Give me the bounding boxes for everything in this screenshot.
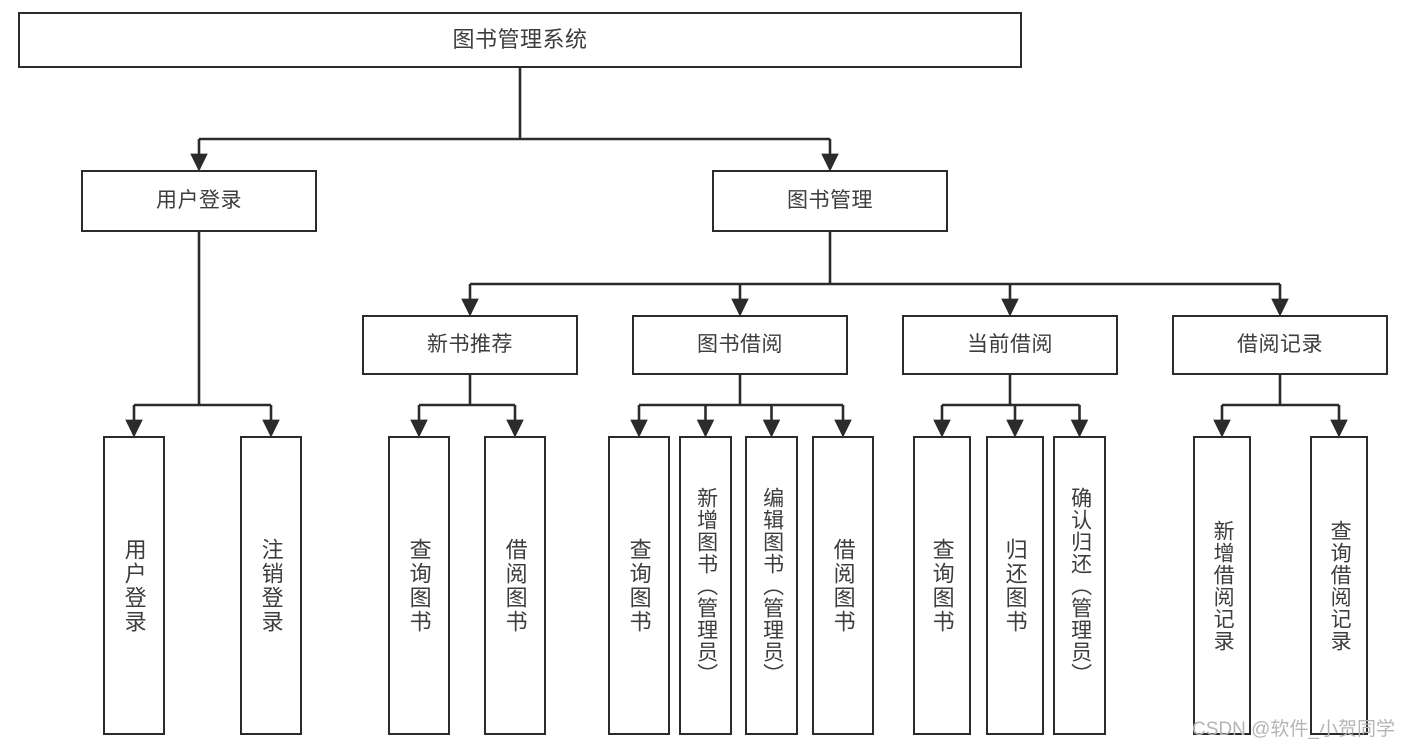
- node-new-book-recommendation[interactable]: 新书推荐: [362, 315, 578, 375]
- leaf-edit-book-admin-label: 编辑图书（管理员）: [760, 486, 784, 685]
- node-book-management[interactable]: 图书管理: [712, 170, 948, 232]
- node-user-login-label: 用户登录: [156, 189, 242, 213]
- leaf-borrow-book-recommend-label: 借阅图书: [502, 537, 528, 634]
- watermark: CSDN @软件_小贺同学: [1192, 719, 1395, 740]
- leaf-query-book-recommend[interactable]: 查询图书: [388, 436, 450, 735]
- leaf-add-borrow-record-label: 新增借阅记录: [1211, 519, 1235, 652]
- node-book-management-label: 图书管理: [787, 189, 873, 213]
- node-new-book-recommendation-label: 新书推荐: [427, 333, 513, 357]
- leaf-return-book-label: 归还图书: [1002, 537, 1028, 634]
- node-borrowing-record[interactable]: 借阅记录: [1172, 315, 1388, 375]
- leaf-user-login-label: 用户登录: [121, 537, 147, 634]
- leaf-query-book-borrow-label: 查询图书: [626, 537, 652, 634]
- leaf-query-borrow-record-label: 查询借阅记录: [1328, 519, 1352, 652]
- leaf-query-borrow-record[interactable]: 查询借阅记录: [1310, 436, 1368, 735]
- leaf-add-book-admin[interactable]: 新增图书（管理员）: [679, 436, 732, 735]
- leaf-user-logout[interactable]: 注销登录: [240, 436, 302, 735]
- leaf-confirm-return-admin-label: 确认归还（管理员）: [1068, 486, 1092, 685]
- leaf-user-logout-label: 注销登录: [258, 537, 284, 634]
- node-root[interactable]: 图书管理系统: [18, 12, 1022, 68]
- node-user-login[interactable]: 用户登录: [81, 170, 317, 232]
- leaf-user-login[interactable]: 用户登录: [103, 436, 165, 735]
- leaf-query-book-current[interactable]: 查询图书: [913, 436, 971, 735]
- node-current-borrowing[interactable]: 当前借阅: [902, 315, 1118, 375]
- leaf-add-borrow-record[interactable]: 新增借阅记录: [1193, 436, 1251, 735]
- leaf-borrow-book-recommend[interactable]: 借阅图书: [484, 436, 546, 735]
- leaf-borrow-book-label: 借阅图书: [830, 537, 856, 634]
- leaf-query-book-borrow[interactable]: 查询图书: [608, 436, 670, 735]
- node-root-label: 图书管理系统: [452, 26, 588, 52]
- leaf-return-book[interactable]: 归还图书: [986, 436, 1044, 735]
- leaf-query-book-recommend-label: 查询图书: [406, 537, 432, 634]
- leaf-confirm-return-admin[interactable]: 确认归还（管理员）: [1053, 436, 1106, 735]
- node-borrowing-record-label: 借阅记录: [1237, 333, 1323, 357]
- node-current-borrowing-label: 当前借阅: [967, 333, 1053, 357]
- leaf-edit-book-admin[interactable]: 编辑图书（管理员）: [745, 436, 798, 735]
- leaf-query-book-current-label: 查询图书: [929, 537, 955, 634]
- leaf-borrow-book[interactable]: 借阅图书: [812, 436, 874, 735]
- node-book-borrowing[interactable]: 图书借阅: [632, 315, 848, 375]
- leaf-add-book-admin-label: 新增图书（管理员）: [694, 486, 718, 685]
- node-book-borrowing-label: 图书借阅: [697, 333, 783, 357]
